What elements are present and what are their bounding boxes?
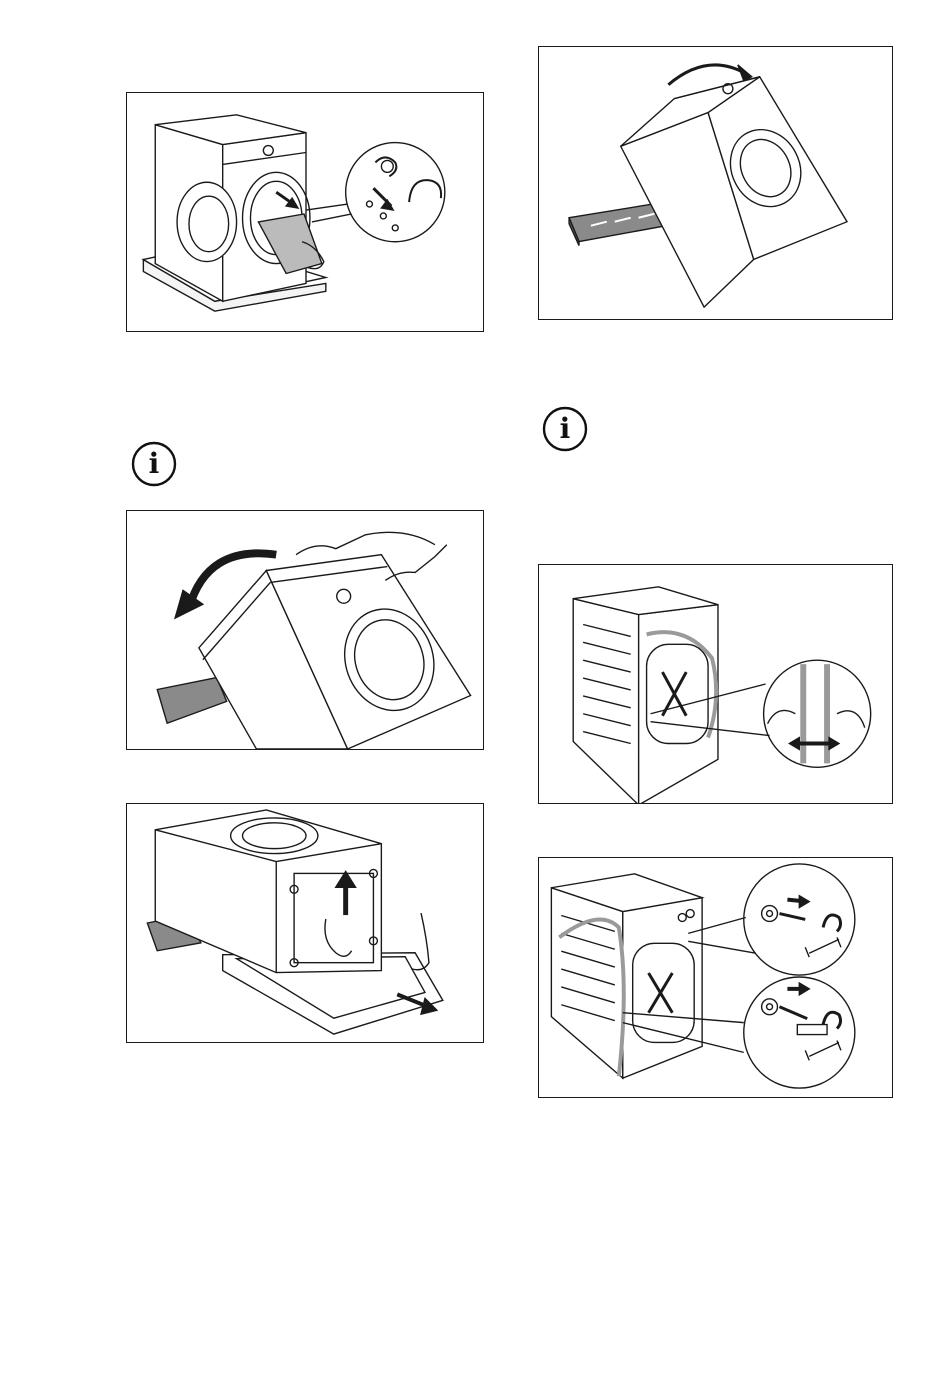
washing-machine-open-door-icon — [127, 93, 483, 331]
figure-tilt-left — [126, 510, 484, 750]
info-icon: i — [131, 441, 177, 487]
figure-remove-hose-clamps — [538, 564, 893, 804]
washing-machine-tilt-icon — [127, 511, 483, 749]
info-icon: i — [542, 406, 588, 452]
figure-remove-bag — [126, 92, 484, 332]
figure-tilt-right — [538, 46, 893, 320]
washing-machine-rear-icon — [539, 565, 892, 803]
figure-remove-base — [126, 803, 484, 1043]
figure-remove-transit-bolts — [538, 857, 893, 1098]
washing-machine-base-icon — [127, 804, 483, 1042]
info-icon-glyph: i — [131, 441, 177, 487]
info-icon-glyph: i — [542, 406, 588, 452]
washing-machine-tilt-icon — [539, 47, 892, 319]
washing-machine-rear-bolts-icon — [539, 858, 892, 1097]
